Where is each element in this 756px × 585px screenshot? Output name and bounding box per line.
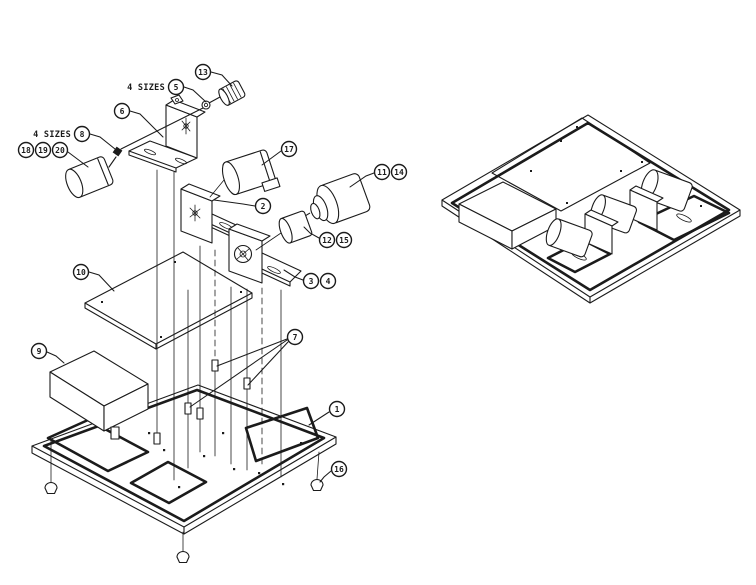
- callout-20: 20: [51, 141, 89, 168]
- exploded-view: [31, 80, 371, 564]
- part-3-4-bracket: [228, 223, 302, 287]
- callout-14: 14: [390, 163, 408, 181]
- callout-19: 19: [34, 141, 52, 159]
- svg-text:14: 14: [394, 168, 404, 177]
- part-5-nut: [201, 100, 211, 110]
- svg-text:4: 4: [326, 277, 331, 286]
- callout-5: 5 4 SIZES: [127, 78, 207, 103]
- assembled-box: [458, 181, 557, 250]
- projection-lines: [153, 169, 282, 481]
- part-10-cover-panel: [84, 251, 253, 350]
- callout-4: 4: [319, 272, 337, 290]
- svg-text:1: 1: [335, 405, 340, 414]
- callout-8: 8 4 SIZES: [33, 125, 116, 150]
- part-12-15-coupling: [278, 210, 313, 244]
- svg-text:20: 20: [55, 146, 65, 155]
- svg-text:5: 5: [174, 83, 179, 92]
- callout-2: 2: [213, 197, 272, 215]
- part-18-19-20-motor: [65, 156, 114, 199]
- shaft-align-line: [255, 232, 282, 251]
- callout-7: 7: [189, 328, 304, 408]
- svg-text:16: 16: [334, 465, 344, 474]
- callout-3: 3: [283, 269, 320, 290]
- svg-text:9: 9: [37, 347, 42, 356]
- foot-west: [44, 481, 58, 495]
- svg-text:6: 6: [120, 107, 125, 116]
- screw-symbol: [189, 204, 201, 222]
- shaft-align-line: [209, 179, 225, 198]
- callout-10: 10: [72, 263, 115, 292]
- part-11-14-motor: [304, 173, 371, 225]
- foot-south: [176, 550, 190, 564]
- svg-text:3: 3: [309, 277, 314, 286]
- svg-text:13: 13: [198, 68, 208, 77]
- standoff-7: [184, 402, 192, 415]
- shaft-line: [108, 96, 221, 168]
- assembled-bracket-front: [584, 209, 619, 255]
- svg-text:18: 18: [21, 146, 31, 155]
- callout-1: 1: [308, 400, 346, 426]
- svg-text:19: 19: [38, 146, 48, 155]
- callout-15: 15: [335, 231, 353, 249]
- svg-text:17: 17: [284, 145, 294, 154]
- assembled-motor-front: [545, 218, 593, 258]
- callout-18: 18: [17, 141, 35, 159]
- assembled-cover-panel: [491, 117, 651, 212]
- part-6-bracket: [128, 94, 206, 173]
- callout-12: 12: [303, 226, 336, 249]
- part-9-box: [49, 350, 149, 440]
- assembled-bracket-rear: [629, 185, 664, 231]
- svg-text:10: 10: [76, 268, 86, 277]
- callout-6: 6: [113, 102, 164, 138]
- assembled-view: [441, 114, 741, 304]
- callout-13: 13: [194, 63, 233, 87]
- svg-text:8: 8: [80, 130, 85, 139]
- size-note-text: 4 SIZES: [127, 83, 165, 93]
- size-note-text: 4 SIZES: [33, 130, 71, 140]
- part-13-thumbnut: [218, 80, 246, 106]
- svg-text:15: 15: [339, 236, 349, 245]
- base-holes: [148, 432, 303, 489]
- callout-9: 9: [30, 342, 65, 364]
- callout-16: 16: [319, 460, 348, 483]
- svg-text:2: 2: [261, 202, 266, 211]
- svg-text:11: 11: [377, 168, 387, 177]
- part-17-motor: [221, 149, 281, 196]
- svg-text:12: 12: [322, 236, 332, 245]
- callout-17: 17: [261, 140, 298, 166]
- callout-11: 11: [349, 163, 391, 188]
- screw-symbol: [181, 117, 191, 135]
- svg-text:7: 7: [293, 333, 298, 342]
